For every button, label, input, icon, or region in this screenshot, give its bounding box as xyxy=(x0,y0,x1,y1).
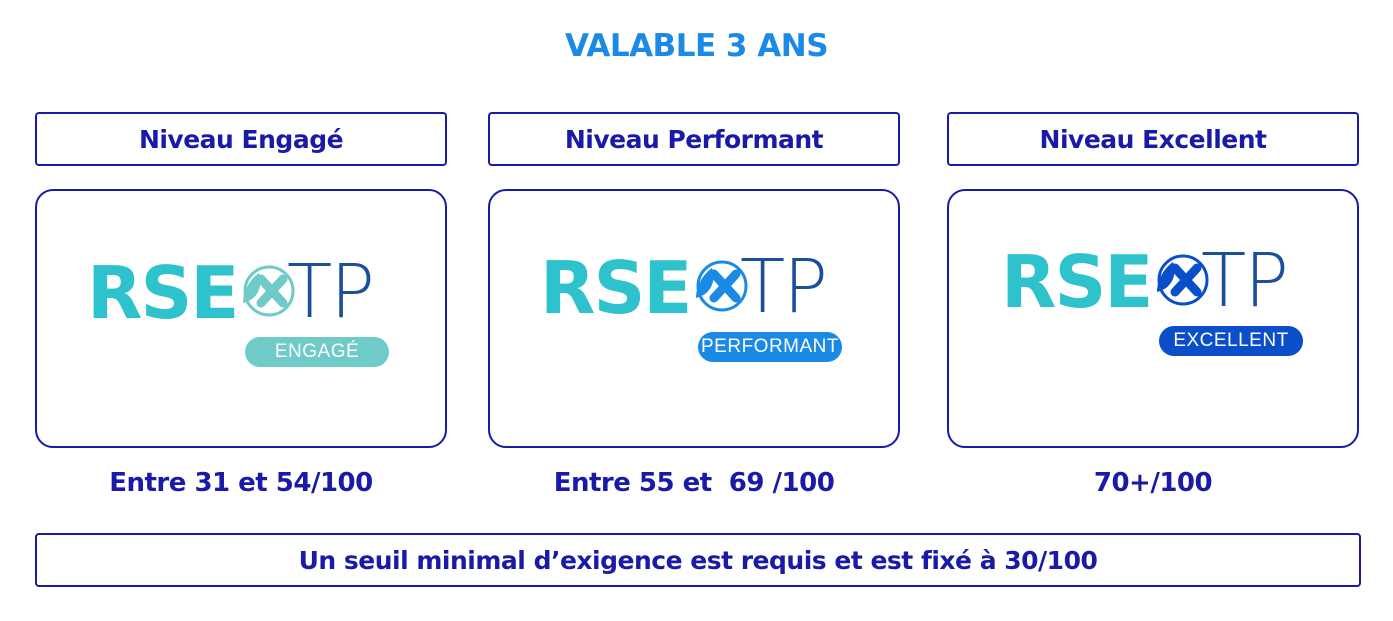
logo-rse-text: RSE xyxy=(87,251,239,335)
level-performant-header: Niveau Performant xyxy=(488,112,900,166)
level-engage-score: Entre 31 et 54/100 xyxy=(109,468,373,498)
level-performant-score: Entre 55 et 69 /100 xyxy=(553,468,835,498)
level-excellent-header: Niveau Excellent xyxy=(947,112,1359,166)
level-performant-card: RSE TP PERFORMANT xyxy=(488,189,900,448)
logo-tp-text: TP xyxy=(1201,238,1289,324)
logo-tp-text: TP xyxy=(740,244,828,330)
level-badge: PERFORMANT xyxy=(698,332,842,362)
level-engage-header: Niveau Engagé xyxy=(35,112,447,166)
logo-tp-text: TP xyxy=(287,249,375,335)
leaf-hands-icon xyxy=(1157,254,1209,306)
level-badge: EXCELLENT xyxy=(1159,326,1303,356)
level-excellent-score: 70+/100 xyxy=(1093,468,1213,498)
leaf-hands-icon xyxy=(243,265,295,317)
rse-tp-logo: RSE TP PERFORMANT xyxy=(540,244,850,374)
level-engage-card: RSE TP ENGAGÉ xyxy=(35,189,447,448)
rse-tp-logo: RSE TP EXCELLENT xyxy=(1001,238,1311,368)
level-badge: ENGAGÉ xyxy=(245,337,389,367)
minimum-threshold-note: Un seuil minimal d’exigence est requis e… xyxy=(35,533,1361,587)
rse-tp-logo: RSE TP ENGAGÉ xyxy=(87,249,397,379)
leaf-hands-icon xyxy=(696,260,748,312)
level-excellent-card: RSE TP EXCELLENT xyxy=(947,189,1359,448)
validity-title: VALABLE 3 ANS xyxy=(564,28,829,64)
logo-rse-text: RSE xyxy=(1001,240,1153,324)
logo-rse-text: RSE xyxy=(540,246,692,330)
